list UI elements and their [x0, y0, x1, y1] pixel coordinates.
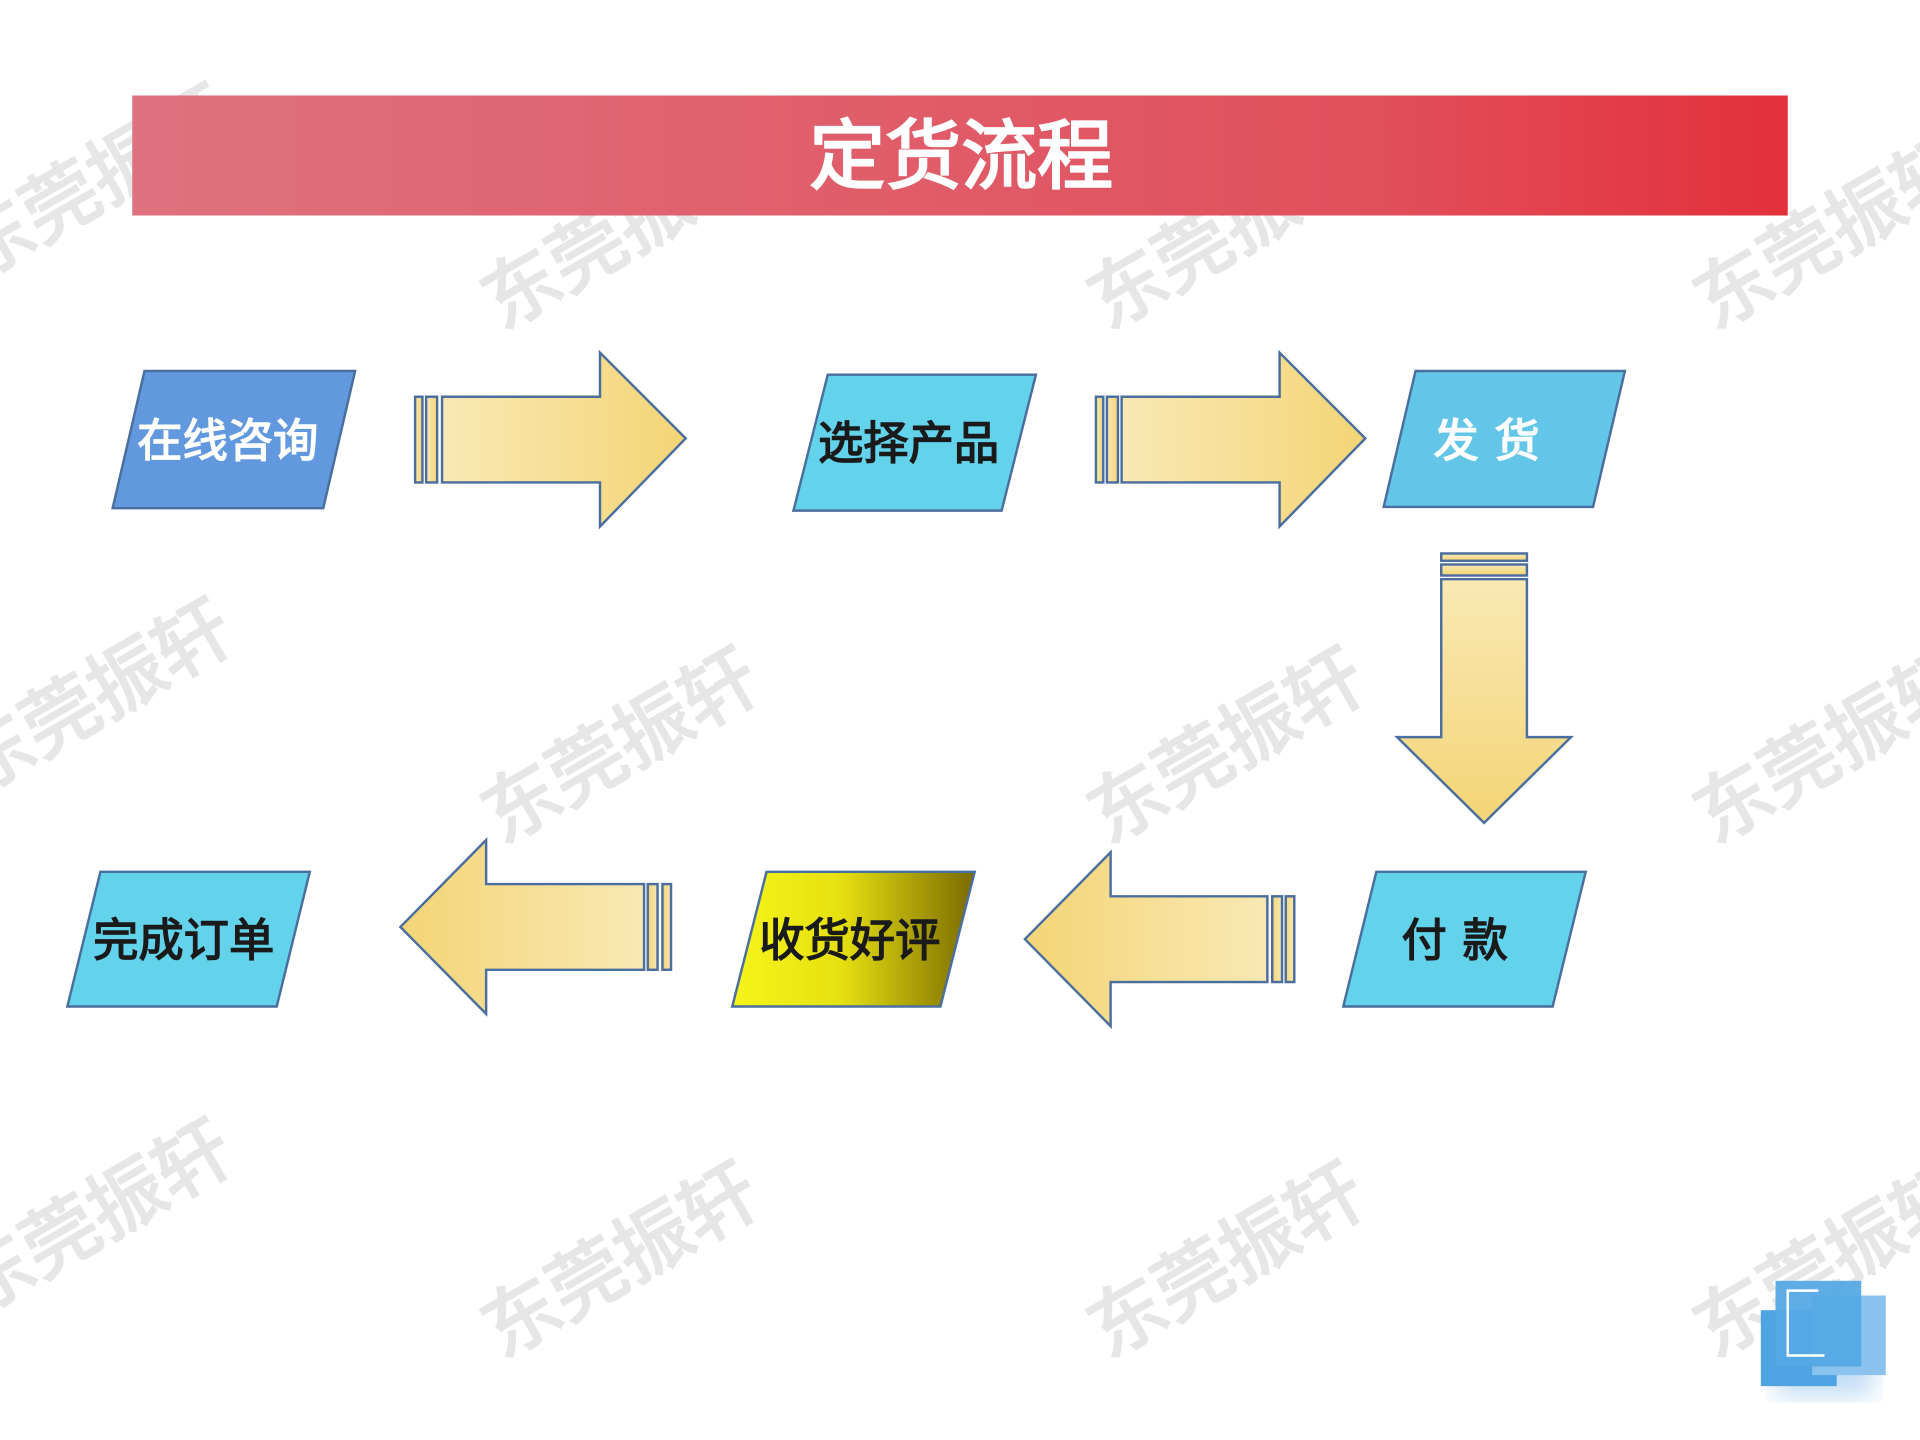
- step-label: 选择产品: [818, 417, 999, 470]
- arrow-down-icon: [1394, 552, 1575, 825]
- step-online-consult: 在线咨询: [111, 369, 357, 510]
- watermark-text: 东莞振轩: [467, 632, 774, 860]
- arrow-right-icon: [413, 349, 688, 530]
- step-label: 付 款: [1402, 914, 1509, 967]
- step-label: 在线咨询: [137, 414, 318, 467]
- step-ship: 发 货: [1382, 369, 1627, 509]
- corner-logo-icon: [1760, 1280, 1886, 1396]
- step-complete-order: 完成订单: [65, 870, 312, 1008]
- step-select-product: 选择产品: [791, 373, 1038, 512]
- page-title: 定货流程: [809, 113, 1113, 201]
- watermark-text: 东莞振轩: [1073, 1147, 1380, 1375]
- arrow-left-icon: [398, 837, 673, 1017]
- watermarks: 东莞振轩 东莞振轩 东莞振轩 东莞振轩 东莞振轩 东莞振轩 东莞振轩 东莞振轩 …: [0, 69, 1920, 1375]
- arrow-right-icon: [1094, 349, 1368, 530]
- step-label: 完成订单: [93, 914, 274, 967]
- step-label: 收货好评: [759, 914, 940, 967]
- title-banner: 定货流程: [132, 95, 1788, 216]
- watermark-text: 东莞振轩: [0, 583, 247, 811]
- watermark-text: 东莞振轩: [1073, 632, 1380, 860]
- step-label: 发 货: [1433, 414, 1539, 467]
- watermark-text: 东莞振轩: [467, 1147, 774, 1375]
- step-payment: 付 款: [1341, 870, 1588, 1008]
- step-receive-review: 收货好评: [730, 870, 977, 1008]
- watermark-text: 东莞振轩: [0, 1104, 247, 1332]
- watermark-text: 东莞振轩: [1679, 632, 1920, 860]
- arrow-left-icon: [1023, 849, 1296, 1030]
